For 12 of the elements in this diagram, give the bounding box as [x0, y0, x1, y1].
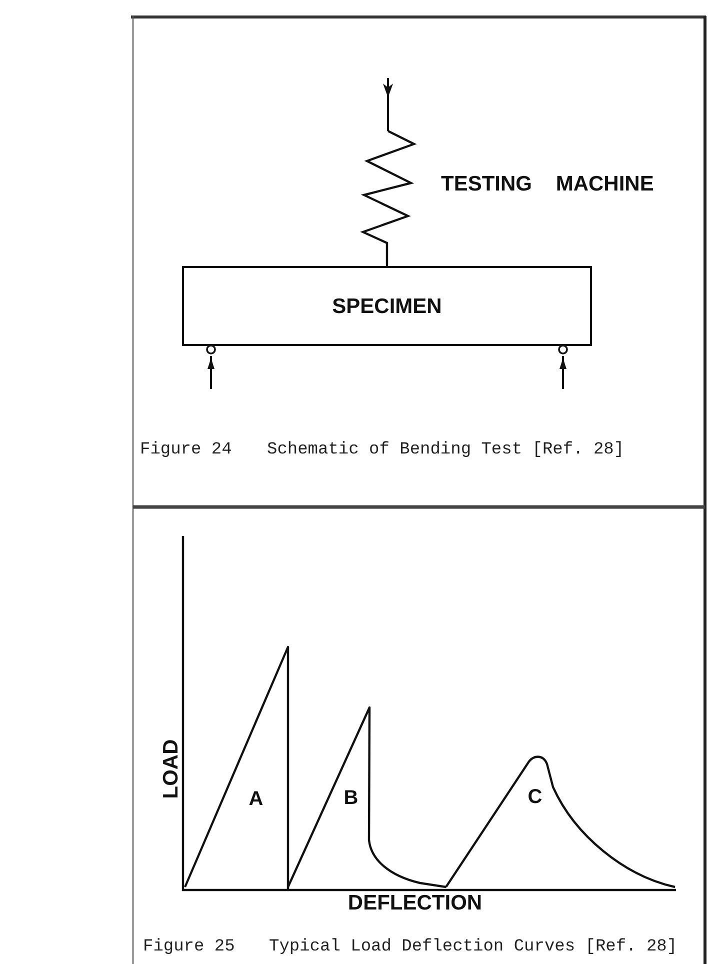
figure-number: Figure 24 — [140, 442, 232, 458]
axis-title: LOAD — [160, 739, 182, 799]
figure-caption: Schematic of Bending Test [Ref. 28] — [267, 442, 624, 458]
figure-caption: Typical Load Deflection Curves [Ref. 28] — [269, 938, 678, 956]
beam-box — [182, 266, 592, 346]
axis-title: DEFLECTION — [348, 892, 482, 914]
part-label: TESTING MACHINE — [441, 174, 654, 194]
part-label: SPECIMEN — [332, 296, 442, 316]
curve-label: C — [528, 787, 542, 807]
curve-label: A — [248, 789, 264, 809]
figure-number: Figure 25 — [143, 938, 235, 956]
curve-label: B — [344, 788, 358, 808]
